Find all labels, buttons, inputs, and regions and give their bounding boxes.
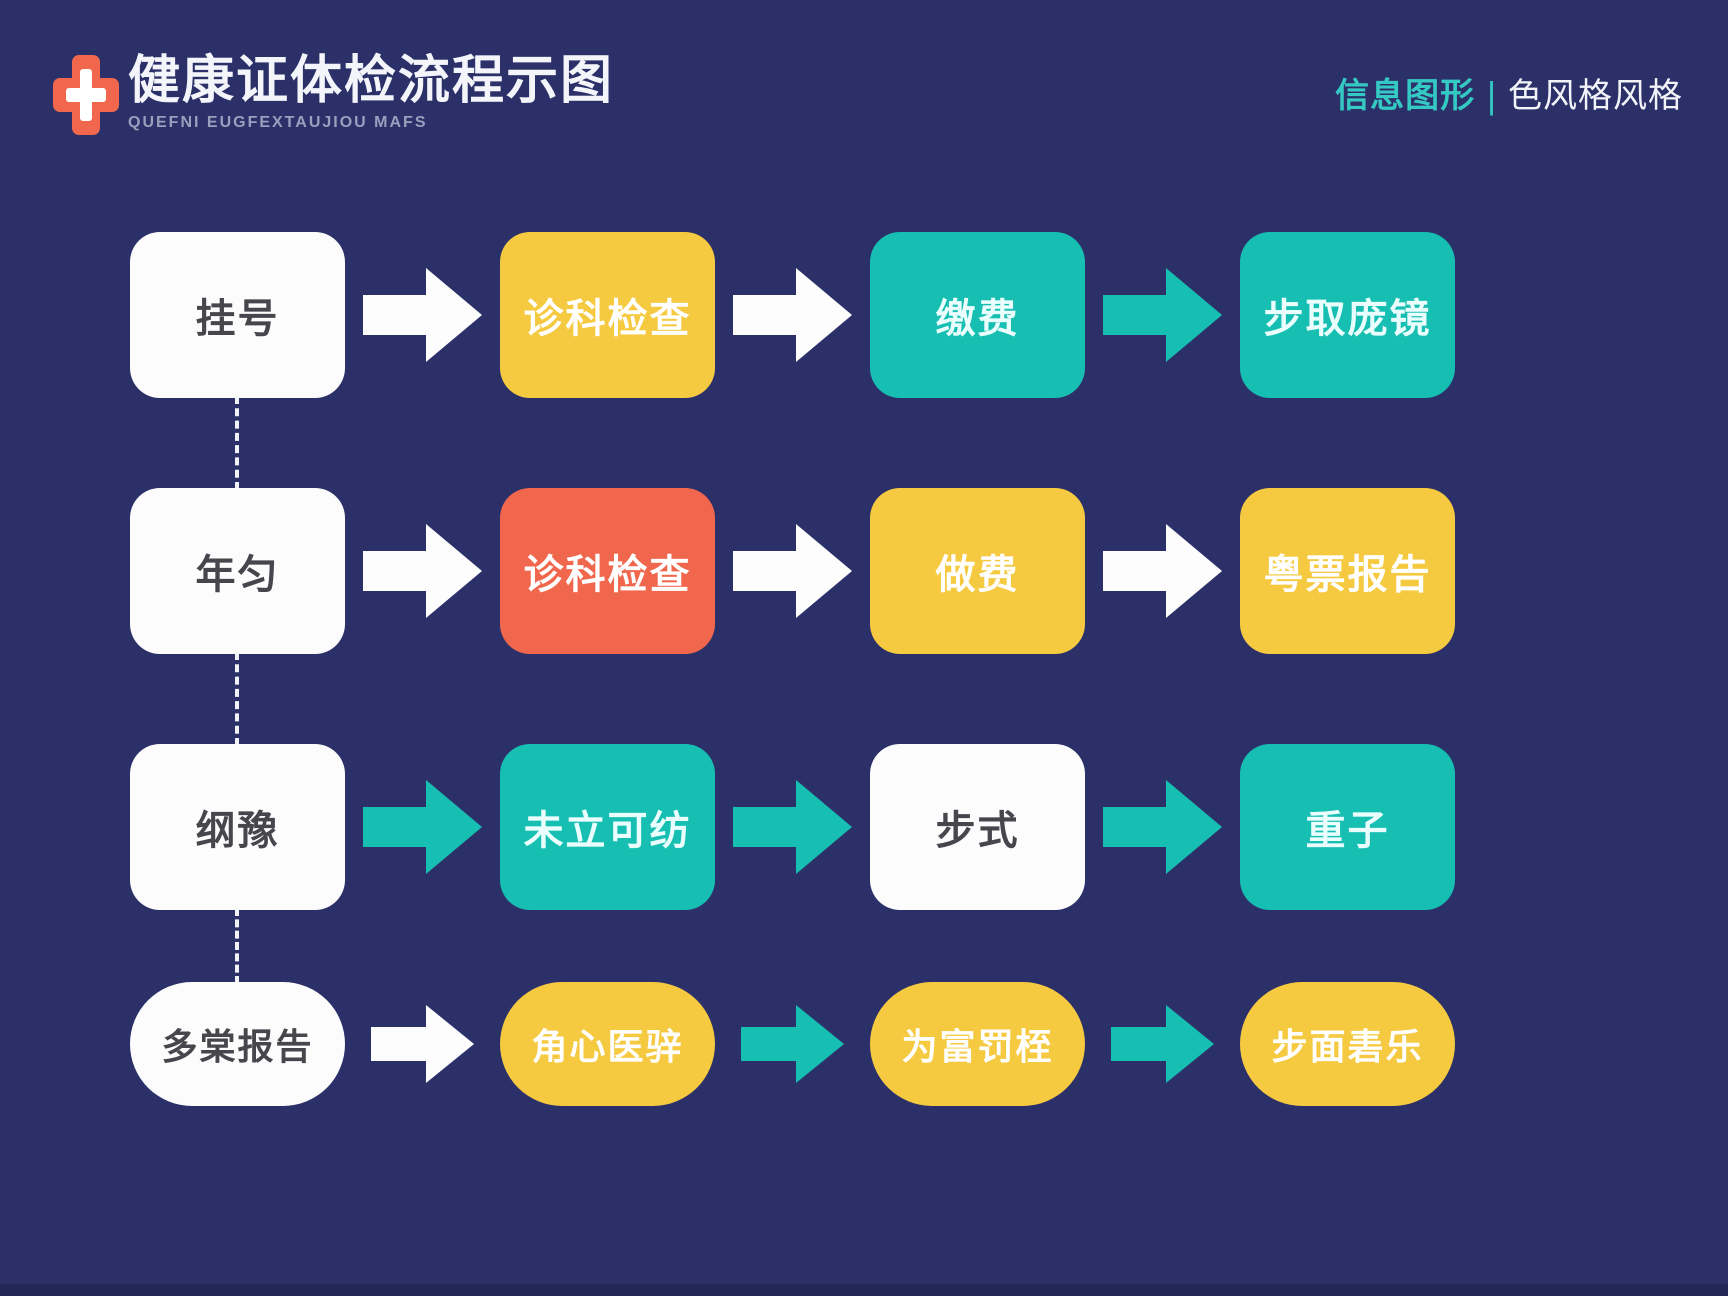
flow-row-3: 纲豫 未立可纺 步式 重子 <box>130 744 1455 910</box>
flow-step-label: 粤票报告 <box>1263 553 1432 597</box>
flow-step: 挂号 <box>130 232 345 398</box>
flow-step-label: 纲豫 <box>195 809 280 853</box>
flow-row-2: 年匀 诊科检查 做费 粤票报告 <box>130 488 1455 654</box>
flow-step-label: 未立可纺 <box>523 809 692 853</box>
flow-step: 粤票报告 <box>1240 488 1455 654</box>
dashed-connector <box>235 908 239 984</box>
flow-step: 步取庞镜 <box>1240 232 1455 398</box>
badge-secondary-label: 色风格风格 <box>1508 77 1683 115</box>
flow-step: 做费 <box>870 488 1085 654</box>
flow-step-label: 为富罚桎 <box>901 1026 1054 1067</box>
flow-step-label: 多棠报告 <box>161 1026 314 1067</box>
flow-step-label: 年匀 <box>195 553 280 597</box>
flow-row-1: 挂号 诊科检查 缴费 步取庞镜 <box>130 232 1455 398</box>
header: 健康证体检流程示图 QUEFNI EUGFEXTAUJIOU MAFS 信息图形… <box>0 0 1728 170</box>
bottom-edge-band <box>0 1284 1728 1296</box>
arrow-right-icon <box>715 268 870 362</box>
flow-step-label: 诊科检查 <box>523 297 692 341</box>
arrow-right-icon <box>715 780 870 874</box>
arrow-right-icon <box>1085 780 1240 874</box>
flow-step: 步面砉乐 <box>1240 982 1455 1106</box>
flow-step: 多棠报告 <box>130 982 345 1106</box>
flow-step: 纲豫 <box>130 744 345 910</box>
flow-step-label: 步面砉乐 <box>1271 1026 1424 1067</box>
arrow-right-icon <box>345 780 500 874</box>
flow-row-4: 多棠报告 角心医骍 为富罚桎 步面砉乐 <box>130 982 1455 1106</box>
arrow-right-icon <box>715 524 870 618</box>
dashed-connector <box>235 396 239 490</box>
arrow-right-icon <box>715 1005 870 1083</box>
flow-step-label: 缴费 <box>935 297 1020 341</box>
arrow-right-icon <box>345 524 500 618</box>
medical-cross-icon <box>53 55 119 135</box>
arrow-right-icon <box>1085 268 1240 362</box>
flow-step-label: 步取庞镜 <box>1263 297 1432 341</box>
arrow-right-icon <box>345 268 500 362</box>
page-subtitle: QUEFNI EUGFEXTAUJIOU MAFS <box>128 114 428 131</box>
flow-step-label: 角心医骍 <box>531 1026 684 1067</box>
flow-step: 缴费 <box>870 232 1085 398</box>
arrow-right-icon <box>345 1005 500 1083</box>
flow-step-label: 步式 <box>935 809 1020 853</box>
flow-step: 角心医骍 <box>500 982 715 1106</box>
badge-primary-label: 信息图形 <box>1335 77 1476 115</box>
flow-step: 年匀 <box>130 488 345 654</box>
flow-step-label: 挂号 <box>195 297 280 341</box>
header-badge: 信息图形 | 色风格风格 <box>1335 75 1683 117</box>
badge-separator: | <box>1487 75 1496 117</box>
flow-step-label: 做费 <box>935 553 1020 597</box>
flow-step: 未立可纺 <box>500 744 715 910</box>
page-title: 健康证体检流程示图 <box>128 52 615 110</box>
title-block: 健康证体检流程示图 QUEFNI EUGFEXTAUJIOU MAFS <box>128 52 614 132</box>
flow-step: 步式 <box>870 744 1085 910</box>
flow-step: 诊科检查 <box>500 488 715 654</box>
arrow-right-icon <box>1085 1005 1240 1083</box>
dashed-connector <box>235 652 239 746</box>
flow-step: 重子 <box>1240 744 1455 910</box>
arrow-right-icon <box>1085 524 1240 618</box>
flow-step-label: 诊科检查 <box>523 553 692 597</box>
flow-step: 诊科检查 <box>500 232 715 398</box>
flow-step: 为富罚桎 <box>870 982 1085 1106</box>
flow-step-label: 重子 <box>1305 809 1390 853</box>
